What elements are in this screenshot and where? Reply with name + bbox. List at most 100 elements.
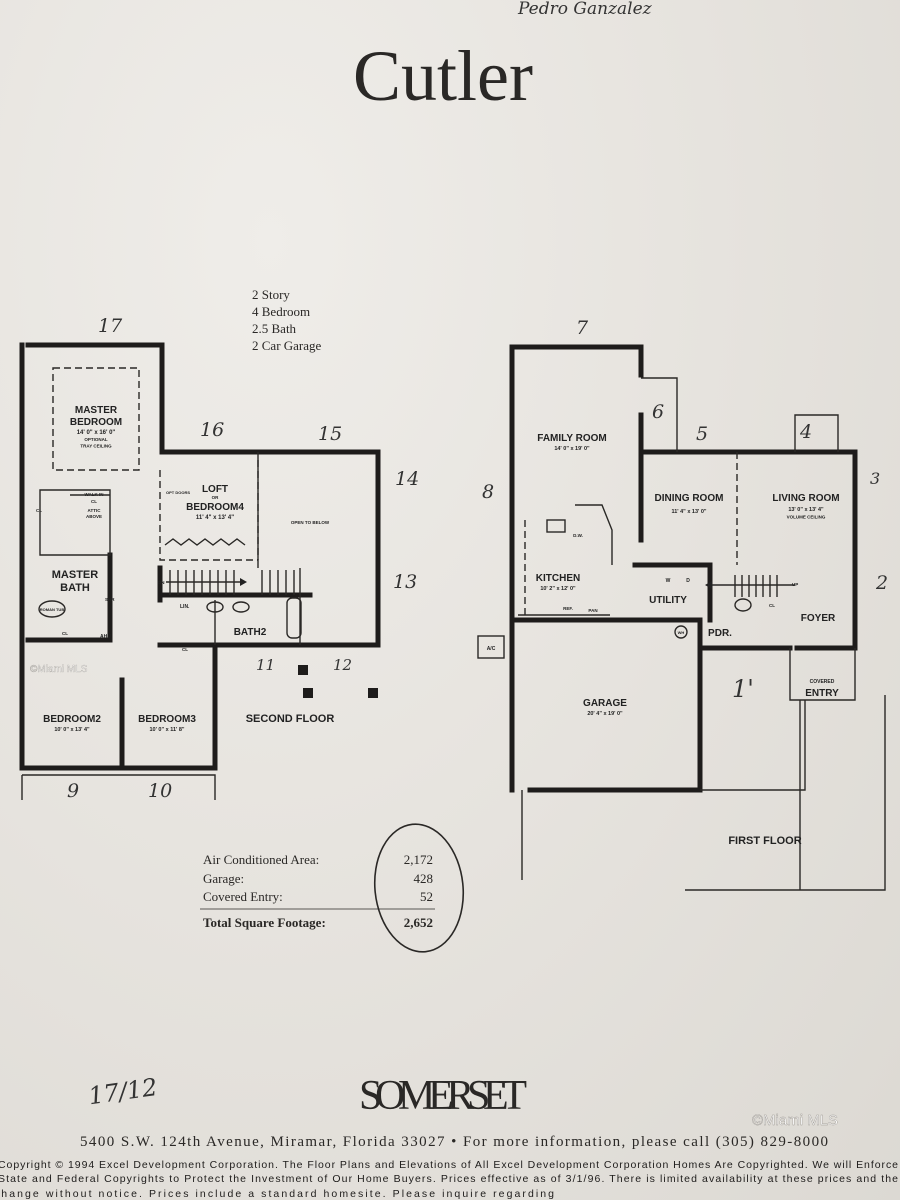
column-marker <box>298 665 308 675</box>
first-floor-thin-lines <box>518 377 886 891</box>
mls-watermark: ©Miami MLS <box>752 1112 838 1129</box>
closet-label: CL <box>769 603 775 608</box>
window-mark: 11 <box>256 656 275 674</box>
utility-label: UTILITY <box>649 595 687 606</box>
window-mark: 9 <box>67 780 79 802</box>
area-label: Garage: <box>203 871 244 886</box>
loft-label: OR <box>212 495 220 500</box>
plan-title: Cutler <box>353 36 533 116</box>
garage-label: GARAGE <box>583 698 627 709</box>
roman-tub-label: ROMAN TUB <box>40 607 65 612</box>
address-line: 5400 S.W. 124th Avenue, Miramar, Florida… <box>80 1134 828 1150</box>
covered-entry-label: ENTRY <box>805 688 839 699</box>
water-heater <box>674 625 688 639</box>
living-room-label: LIVING ROOM <box>772 493 839 504</box>
stairs-down-label: DN <box>158 580 165 585</box>
handwritten-name: Pedro Ganzalez <box>517 0 653 19</box>
refrigerator-label: REF. <box>563 606 573 611</box>
area-table: Air Conditioned Area: 2,172 Garage: 428 … <box>200 823 465 953</box>
spec-bedrooms: 4 Bedroom <box>252 304 310 319</box>
column-marker <box>303 688 313 698</box>
handwritten-circle <box>373 823 465 953</box>
opt-doors-label: OPT DOORS <box>166 490 190 495</box>
kitchen-size: 10' 2" x 12' 0" <box>540 586 576 592</box>
loft-label: LOFT <box>202 484 228 495</box>
mls-watermark-left: ©Miami MLS <box>30 664 88 675</box>
column-marker <box>368 688 378 698</box>
closet-label: CL <box>62 631 68 636</box>
spec-stories: 2 Story <box>252 287 290 302</box>
window-mark: 2 <box>875 572 888 594</box>
window-mark: 4 <box>799 421 812 443</box>
window-mark: 14 <box>395 468 419 490</box>
dining-room-size: 11' 4" x 13' 0" <box>671 509 706 515</box>
window-mark: 12 <box>333 656 352 674</box>
master-bath-label: BATH <box>60 582 90 594</box>
bedroom3-size: 10' 0" x 11' 8" <box>149 727 184 733</box>
second-floor-handwritten-marks: 17 16 15 14 13 11 12 9 10 <box>67 315 419 802</box>
walk-in-closet-label: WALK IN <box>85 492 104 497</box>
area-value: 428 <box>414 871 434 886</box>
copyright-line: change without notice. Prices include a … <box>0 1188 554 1200</box>
bedroom3-label: BEDROOM3 <box>138 714 196 725</box>
second-floor-exterior-walls <box>19 342 381 771</box>
handwritten-date: 17/12 <box>87 1073 159 1110</box>
washer-label: W <box>666 578 671 584</box>
family-room-size: 14' 0" x 19' 0" <box>554 446 590 452</box>
area-label: Air Conditioned Area: <box>203 852 319 867</box>
covered-entry-label: COVERED <box>810 679 835 685</box>
bath2-label: BATH2 <box>234 627 267 638</box>
window-mark: 5 <box>696 423 708 445</box>
shower-label: SHR <box>105 597 115 602</box>
closet-label: CL <box>182 647 188 652</box>
window-mark: 8 <box>482 481 494 503</box>
bathtub <box>286 597 302 639</box>
loft-label: BEDROOM4 <box>186 502 244 513</box>
spec-baths: 2.5 Bath <box>252 321 297 336</box>
sink <box>232 601 250 613</box>
ahu-label: AHU <box>100 634 111 640</box>
somerset-logo: SOMERSET <box>359 1073 527 1119</box>
ac-unit <box>477 635 505 659</box>
total-label: Total Square Footage: <box>203 915 326 930</box>
attic-label: ABOVE <box>86 514 102 519</box>
second-floor-label: SECOND FLOOR <box>246 713 335 725</box>
master-bedroom-note: TRAY CEILING <box>80 444 112 449</box>
dining-room-label: DINING ROOM <box>655 493 724 504</box>
closet-label: CL <box>36 508 42 513</box>
master-bedroom-note: OPTIONAL <box>84 437 108 442</box>
living-room-note: VOLUME CEILING <box>787 515 826 520</box>
bedroom2-size: 10' 0" x 13' 4" <box>54 727 90 733</box>
loft-outline <box>159 460 259 561</box>
window-mark: 3 <box>870 469 880 488</box>
dryer-label: D <box>686 578 690 584</box>
bedroom2-label: BEDROOM2 <box>43 714 101 725</box>
master-bedroom-label: BEDROOM <box>70 417 122 428</box>
roman-tub <box>38 600 66 618</box>
powder-room-label: PDR. <box>708 628 732 639</box>
area-value: 52 <box>420 889 433 904</box>
walk-in-closet-label: CL <box>91 499 97 504</box>
foyer-label: FOYER <box>801 613 836 624</box>
first-floor-labels: FAMILY ROOM 14' 0" x 19' 0" DINING ROOM … <box>487 433 840 847</box>
powder-sink <box>734 598 752 612</box>
sink <box>206 601 224 613</box>
window-mark: 10 <box>148 780 172 802</box>
attic-label: ATTIC <box>88 508 102 513</box>
master-bedroom-size: 14' 0" x 16' 0" <box>77 430 116 436</box>
window-mark: 13 <box>393 571 417 593</box>
ac-label: A/C <box>487 646 496 652</box>
loft-size: 11' 4" x 13' 4" <box>196 515 234 521</box>
dishwasher-label: D.W. <box>573 533 583 538</box>
second-floor-interior-walls <box>25 552 313 771</box>
second-floor-plan: MASTER BEDROOM 14' 0" x 16' 0" OPTIONAL … <box>19 315 419 802</box>
water-heater-label: WH <box>678 630 685 635</box>
kitchen-label: KITCHEN <box>536 573 580 584</box>
second-floor-labels: MASTER BEDROOM 14' 0" x 16' 0" OPTIONAL … <box>36 405 334 733</box>
spec-garage: 2 Car Garage <box>252 338 322 353</box>
first-floor-plan: FAMILY ROOM 14' 0" x 19' 0" DINING ROOM … <box>477 317 888 891</box>
tray-ceiling-outline <box>52 367 140 471</box>
garage-size: 20' 4" x 19' 0" <box>587 711 623 717</box>
pantry-label: PAN <box>588 608 597 613</box>
